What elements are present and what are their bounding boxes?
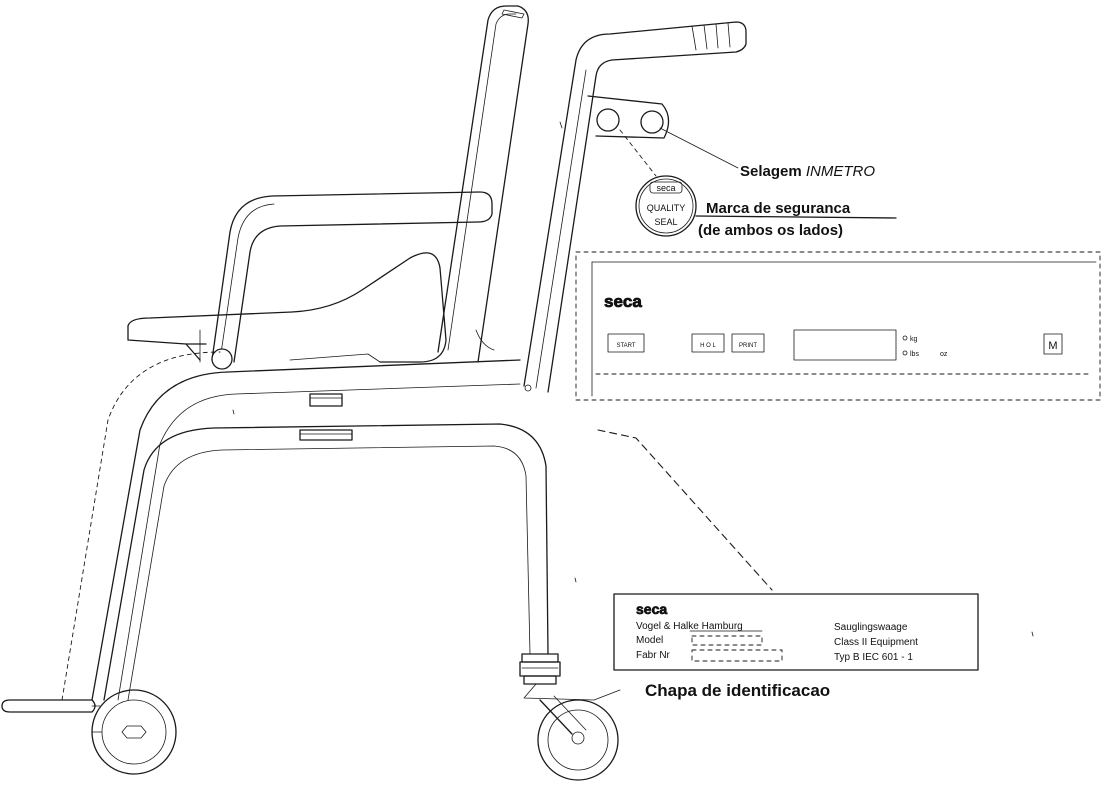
marca-seguranca-label: Marca de seguranca bbox=[706, 200, 851, 217]
push-handle-frame bbox=[523, 21, 747, 393]
mode-button bbox=[1043, 333, 1063, 355]
inmetro-seal-bracket bbox=[587, 95, 739, 177]
unit-lbs-label: lbs bbox=[910, 351, 919, 358]
id-plate-type-line3: Typ B IEC 601 - 1 bbox=[834, 652, 913, 663]
start-button-label: START bbox=[616, 343, 635, 349]
hold-button-label: H O L bbox=[700, 343, 716, 349]
display-panel-logo: seca bbox=[604, 292, 642, 311]
id-plate-logo: seca bbox=[636, 601, 667, 617]
chapa-identificacao-label: Chapa de identificacao bbox=[645, 681, 830, 700]
print-button-label: PRINT bbox=[739, 343, 757, 349]
id-plate-leader-line bbox=[597, 429, 773, 591]
quality-seal-brand: seca bbox=[656, 183, 675, 193]
quality-seal-line1: QUALITY bbox=[647, 203, 686, 213]
backrest bbox=[437, 5, 529, 363]
id-plate-type-line2: Class II Equipment bbox=[834, 637, 918, 648]
unit-oz-label: oz bbox=[940, 351, 948, 358]
seal-leader-line bbox=[619, 129, 657, 177]
id-plate-serial-label: Fabr Nr bbox=[636, 650, 671, 661]
seat bbox=[127, 252, 447, 363]
footrest bbox=[1, 699, 101, 713]
rear-wheel bbox=[91, 689, 177, 775]
mode-button-label: M bbox=[1048, 340, 1057, 352]
caster-wheel bbox=[519, 653, 621, 781]
start-button bbox=[607, 333, 645, 353]
id-plate-model-field bbox=[691, 635, 763, 646]
selagem-leader-line bbox=[659, 127, 739, 169]
id-plate-maker: Vogel & Halke Hamburg bbox=[636, 621, 743, 632]
identification-plate: seca Vogel & Halke Hamburg Model Fabr Nr… bbox=[613, 593, 979, 671]
load-cells bbox=[299, 393, 353, 441]
base-frame bbox=[61, 329, 549, 701]
armrest bbox=[211, 191, 493, 370]
quality-seal-line2: SEAL bbox=[654, 217, 677, 227]
hold-button bbox=[691, 333, 725, 353]
unit-kg-label: kg bbox=[910, 336, 918, 343]
print-button bbox=[731, 333, 765, 353]
weight-display-window bbox=[793, 329, 897, 361]
marca-leader-line bbox=[695, 215, 897, 219]
id-plate-type-line1: Sauglingswaage bbox=[834, 622, 908, 633]
selagem-inmetro-label: Selagem INMETRO bbox=[740, 163, 875, 180]
display-panel: seca START H O L PRINT kg lbs oz M bbox=[575, 251, 1101, 401]
id-plate-model-label: Model bbox=[636, 635, 663, 646]
id-plate-serial-field bbox=[691, 649, 783, 662]
ambos-lados-label: (de ambos os lados) bbox=[698, 222, 843, 239]
chair-drawing bbox=[1, 5, 747, 781]
quality-seal: seca QUALITY SEAL bbox=[635, 175, 897, 237]
